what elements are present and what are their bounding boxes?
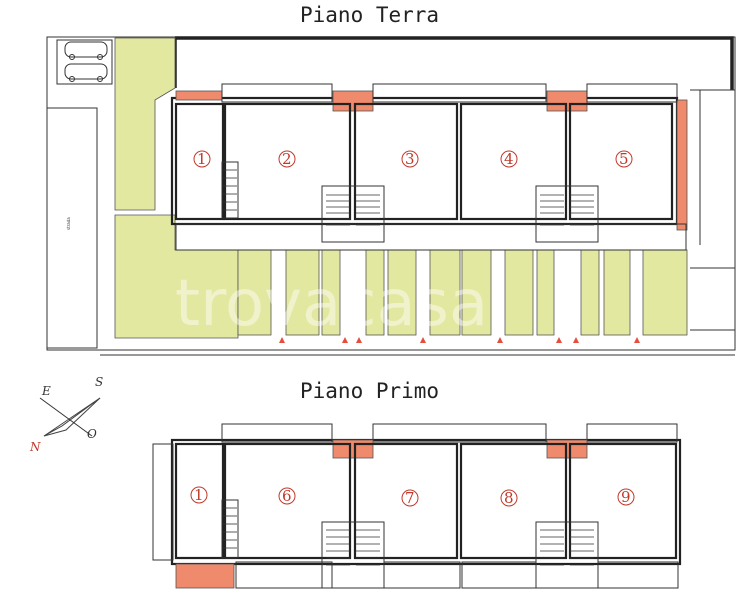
- ground-floor-title: Piano Terra: [300, 3, 439, 27]
- terrace: [175, 563, 235, 589]
- staircase: [321, 185, 385, 243]
- terrace: [175, 90, 223, 101]
- staircase: [221, 499, 239, 559]
- compass-west: O: [87, 427, 97, 441]
- terrace: [676, 99, 688, 231]
- staircase: [321, 521, 385, 589]
- first-unit-labels: 1 6 7 8 9: [190, 486, 635, 507]
- unit-label: 7: [405, 489, 415, 507]
- compass-north: N: [29, 440, 41, 454]
- watermark: trovacasa: [175, 267, 488, 341]
- unit-label: 4: [504, 150, 514, 168]
- unit-label: 9: [621, 488, 631, 506]
- west-garden: [114, 37, 176, 211]
- staircase: [221, 161, 239, 219]
- ground-floor-plan: strada: [46, 36, 736, 356]
- unit-label: 8: [504, 489, 514, 507]
- entrance-markers: [279, 337, 640, 343]
- ground-building-shell: [170, 96, 679, 226]
- unit-label: 6: [282, 487, 292, 505]
- side-road: [46, 107, 98, 349]
- staircase: [535, 521, 599, 589]
- compass-rose: E S N O: [29, 375, 103, 454]
- compass-south: S: [95, 375, 103, 389]
- unit-label: 2: [282, 150, 292, 168]
- unit-label: 3: [405, 150, 415, 168]
- unit-label: 1: [194, 486, 204, 504]
- perimeter-wall: [173, 36, 734, 90]
- terrace: [332, 90, 374, 112]
- parking-area: [56, 39, 113, 85]
- front-gardens: [237, 249, 688, 336]
- unit-label: 1: [197, 150, 207, 168]
- terrace: [332, 439, 374, 459]
- unit-label: 5: [619, 150, 629, 168]
- first-building-shell: [170, 438, 682, 566]
- staircase: [535, 185, 599, 243]
- ground-unit-labels: 1 2 3 4 5: [193, 150, 633, 168]
- compass-east: E: [41, 384, 51, 398]
- first-floor-title: Piano Primo: [300, 379, 439, 403]
- svg-text:strada: strada: [66, 217, 71, 230]
- first-floor-plan: 1 6 7 8 9: [152, 423, 682, 589]
